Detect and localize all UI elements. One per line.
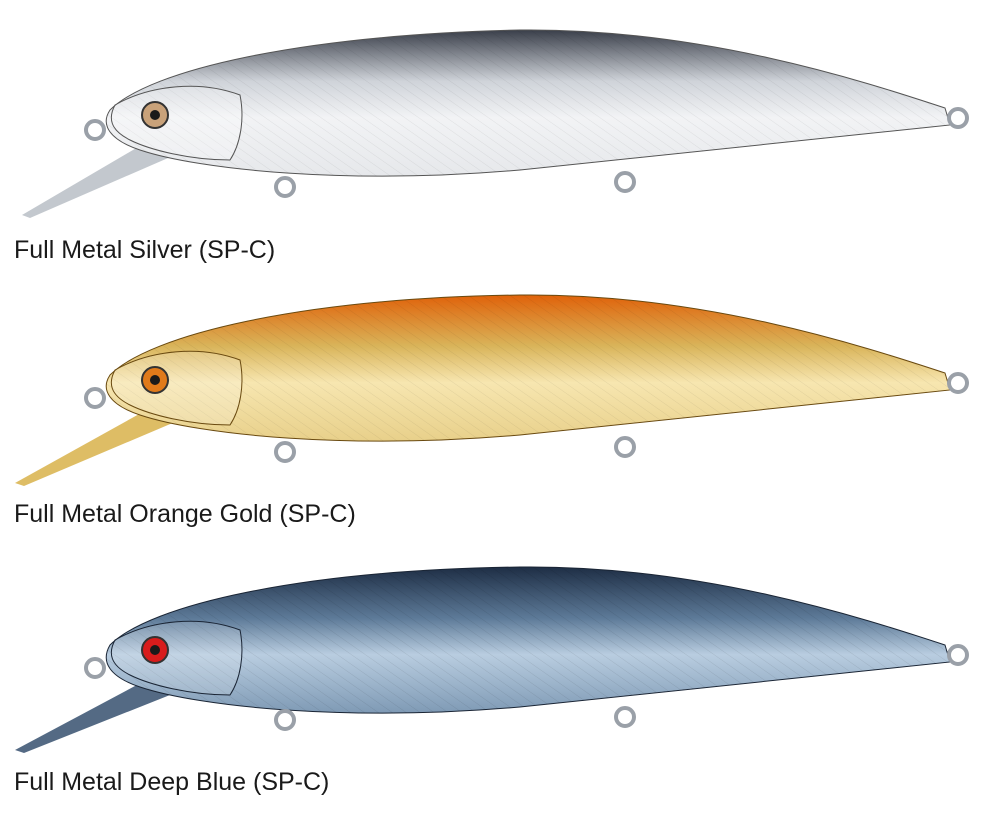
rear-hook-eye: [614, 436, 636, 458]
belly-hook-eye: [274, 709, 296, 731]
lure-panel-orange-gold: Full Metal Orange Gold (SP-C): [0, 270, 1000, 545]
rear-ring: [947, 644, 969, 666]
line-tie-ring: [84, 387, 106, 409]
rear-hook-eye: [614, 706, 636, 728]
line-tie-ring: [84, 657, 106, 679]
lure-panel-silver: Full Metal Silver (SP-C): [0, 0, 1000, 270]
diving-lip: [15, 678, 175, 753]
diving-lip: [22, 140, 175, 218]
rear-ring: [947, 372, 969, 394]
diving-lip: [15, 408, 175, 486]
orange-gold-lure-image: [15, 294, 969, 486]
lure-head: [110, 350, 243, 426]
lure-caption: Full Metal Silver (SP-C): [14, 236, 276, 264]
lure-head: [110, 620, 243, 696]
silver-lure-image: [22, 29, 969, 218]
belly-hook-eye: [274, 441, 296, 463]
lure-caption: Full Metal Deep Blue (SP-C): [14, 768, 330, 796]
deep-blue-lure-image: [15, 566, 969, 753]
belly-hook-eye: [274, 176, 296, 198]
lure-panel-deep-blue: Full Metal Deep Blue (SP-C): [0, 545, 1000, 833]
lure-caption: Full Metal Orange Gold (SP-C): [14, 500, 356, 528]
lure-head: [110, 85, 243, 161]
rear-hook-eye: [614, 171, 636, 193]
rear-ring: [947, 107, 969, 129]
line-tie-ring: [84, 119, 106, 141]
